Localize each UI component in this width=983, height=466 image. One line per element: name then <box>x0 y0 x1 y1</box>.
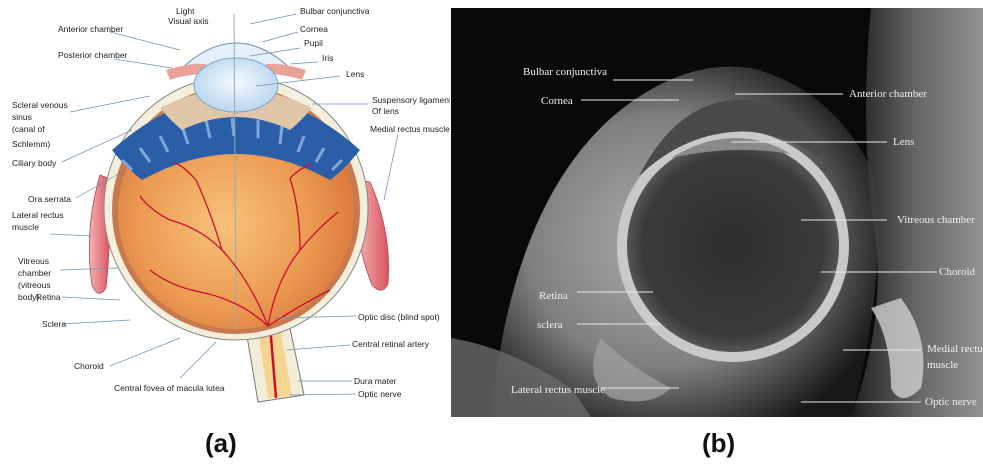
label-dura-mater: Dura mater <box>354 376 397 386</box>
label-sclera: Sclera <box>42 319 66 329</box>
caption-panel-b: (b) <box>702 428 735 459</box>
mri-globe <box>627 140 839 352</box>
label-lens: Lens <box>346 69 364 79</box>
label-sinus: sinus <box>12 112 32 122</box>
label-central-fovea: Central fovea of macula lutea <box>114 383 225 393</box>
label-cornea: Cornea <box>300 24 328 34</box>
label-optic-nerve: Optic nerve <box>358 389 402 399</box>
label-muscle: muscle <box>12 222 39 232</box>
caption-panel-a: (a) <box>205 428 237 459</box>
mri-label-lens: Lens <box>893 136 914 148</box>
mri-label-vitreous-chamber: Vitreous chamber <box>897 214 975 226</box>
label-ciliary-body: Ciliary body <box>12 158 57 168</box>
label-visual-axis: Visual axis <box>168 16 208 26</box>
label-pupil: Pupil <box>304 38 323 48</box>
label-lateral-rectus: Lateral rectus <box>12 210 64 220</box>
label-bulbar-conjunctiva: Bulbar conjunctiva <box>300 6 370 16</box>
mri-label-choroid: Choroid <box>939 266 976 278</box>
eye-mri-image: Bulbar conjunctiva Cornea Anterior chamb… <box>451 8 983 417</box>
label-suspensory-ligament: Suspensory ligament <box>372 95 450 105</box>
label-ora-serrata: Ora serrata <box>28 194 71 204</box>
mri-label-optic-nerve: Optic nerve <box>925 396 977 408</box>
label-vitreous: Vitreous <box>18 256 49 266</box>
label-anterior-chamber: Anterior chamber <box>58 24 123 34</box>
mri-label-cornea: Cornea <box>541 95 573 107</box>
label-light: Light <box>176 6 195 16</box>
mri-label-medial-rectus: Medial rectus <box>927 343 983 355</box>
eye-anatomy-svg: Light Visual axis Anterior chamber Bulba… <box>0 0 450 420</box>
mri-label-muscle: muscle <box>927 359 958 371</box>
label-optic-disc: Optic disc (blind spot) <box>358 312 440 322</box>
label-choroid: Choroid <box>74 361 104 371</box>
eye-anatomy-diagram: Light Visual axis Anterior chamber Bulba… <box>0 0 450 420</box>
mri-label-retina: Retina <box>539 290 568 302</box>
label-schlemm: Schlemm) <box>12 139 50 149</box>
label-chamber: chamber <box>18 268 51 278</box>
mri-label-anterior-chamber: Anterior chamber <box>849 88 927 100</box>
label-canal-of: (canal of <box>12 124 45 134</box>
mri-label-bulbar-conjunctiva: Bulbar conjunctiva <box>523 66 607 78</box>
label-scleral-venous: Scleral venous <box>12 100 68 110</box>
label-medial-rectus-muscle: Medial rectus muscle <box>370 124 450 134</box>
label-posterior-chamber: Posterior chamber <box>58 50 128 60</box>
label-central-retinal-artery: Central retinal artery <box>352 339 430 349</box>
label-iris: Iris <box>322 53 333 63</box>
label-of-lens: Of lens <box>372 106 399 116</box>
label-retina: Retina <box>36 292 61 302</box>
label-vitreous-paren: (vitreous <box>18 280 51 290</box>
mri-label-sclera: sclera <box>537 319 563 331</box>
eye-mri-svg: Bulbar conjunctiva Cornea Anterior chamb… <box>451 8 983 417</box>
mri-label-lateral-rectus-muscle: Lateral rectus muscle <box>511 384 605 396</box>
